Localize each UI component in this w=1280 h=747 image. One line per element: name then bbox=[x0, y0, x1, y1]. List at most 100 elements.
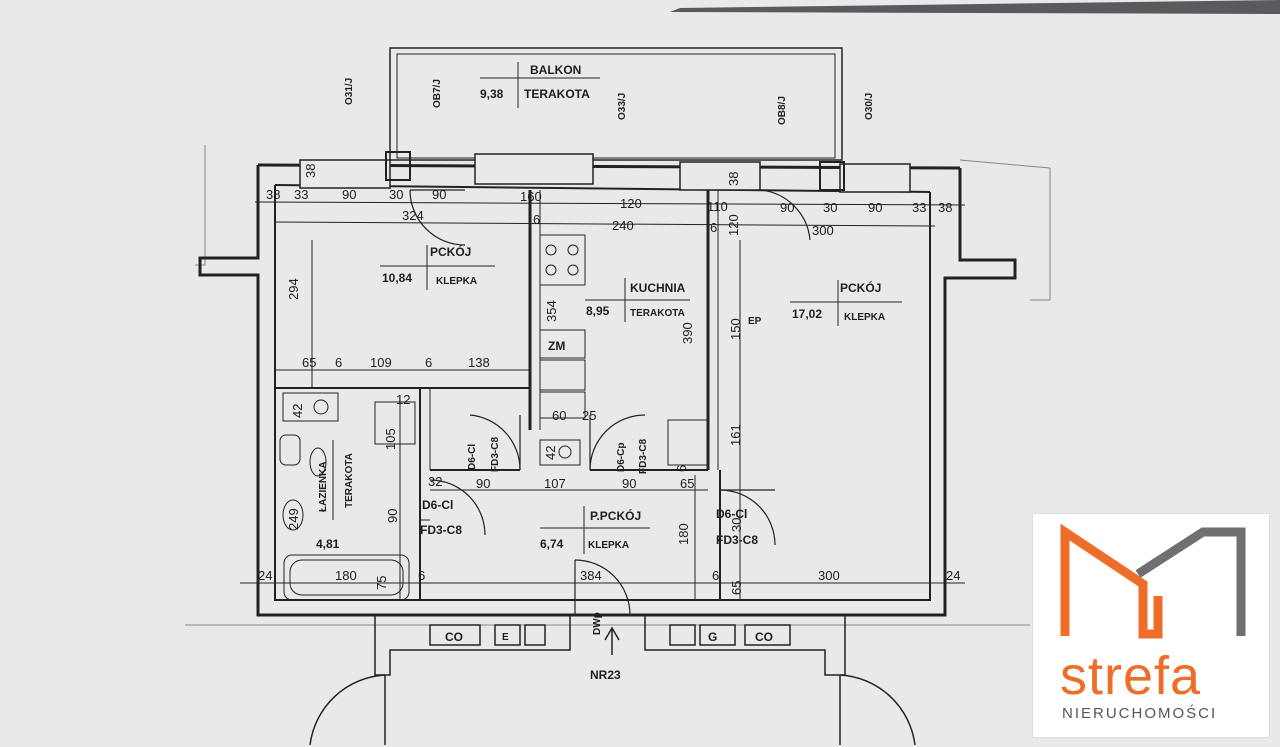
dim-38-v-right: 38 bbox=[726, 172, 741, 186]
dim-6-a: 6 bbox=[533, 212, 540, 227]
kitchen-fixtures bbox=[539, 234, 709, 466]
kuchnia-area: 8,95 bbox=[586, 304, 610, 318]
przedpokoj-area: 6,74 bbox=[540, 537, 564, 551]
dim-120: 120 bbox=[620, 196, 642, 211]
dim-90-f: 90 bbox=[622, 476, 636, 491]
dim-6-g: 6 bbox=[712, 568, 719, 583]
dimension-lines bbox=[240, 201, 966, 600]
dim-107: 107 bbox=[544, 476, 566, 491]
dimension-texts: 38 33 90 30 90 160 120 110 90 30 90 33 3… bbox=[258, 164, 960, 595]
dim-25: 25 bbox=[582, 408, 596, 423]
dim-150: 150 bbox=[728, 318, 743, 340]
dim-120-v: 120 bbox=[726, 214, 741, 236]
lazienka-name: ŁAZIENKA bbox=[318, 461, 329, 512]
przedpokoj-name: P.PCKÓJ bbox=[590, 508, 641, 523]
balcony bbox=[389, 47, 843, 161]
door-code-dwp: DWp bbox=[592, 612, 603, 635]
window-code-ob8: OB8/J bbox=[777, 96, 788, 125]
door-code-2: FD3-C8 bbox=[490, 437, 501, 472]
window-code-o31: O31/J bbox=[344, 78, 355, 105]
dim-90-e: 90 bbox=[476, 476, 490, 491]
dim-30-c: 30 bbox=[729, 518, 744, 532]
dim-6-c: 6 bbox=[335, 355, 342, 370]
e-box: E bbox=[502, 632, 509, 643]
dim-42-a: 42 bbox=[290, 404, 305, 418]
fixture-ep: EP bbox=[748, 316, 762, 327]
dim-6-d: 6 bbox=[425, 355, 432, 370]
pokoj2-name: PCKÓJ bbox=[840, 280, 881, 295]
balkon-finish: TERAKOTA bbox=[524, 87, 590, 101]
logo-icon bbox=[1060, 523, 1246, 639]
outer-context-lines bbox=[185, 145, 1051, 626]
door-code-6: FD3-C8 bbox=[420, 523, 462, 537]
dim-38-v-left: 38 bbox=[303, 164, 318, 178]
door-code-1: D6-Cl bbox=[467, 444, 478, 470]
dim-60: 60 bbox=[552, 408, 566, 423]
dim-390: 390 bbox=[680, 322, 695, 344]
dim-294: 294 bbox=[286, 278, 301, 300]
dim-65-c: 65 bbox=[729, 581, 744, 595]
dim-75: 75 bbox=[374, 576, 389, 590]
dim-160: 160 bbox=[520, 189, 542, 204]
door-code-3: D6-Cp bbox=[616, 443, 627, 472]
columns bbox=[385, 151, 845, 191]
dim-90-a: 90 bbox=[342, 187, 356, 202]
dim-38-right: 38 bbox=[938, 200, 952, 215]
brand-logo: strefa NIERUCHOMOŚCI bbox=[1032, 513, 1270, 738]
door-codes: D6-Cl FD3-C8 D6-Cp FD3-C8 D6-Cl FD3-C8 D… bbox=[420, 437, 758, 635]
brand-name: strefa bbox=[1060, 646, 1202, 706]
dim-42-b: 42 bbox=[543, 446, 558, 460]
kuchnia-name: KUCHNIA bbox=[630, 281, 686, 295]
window-code-o30: O30/J bbox=[864, 93, 875, 120]
pokoj2-finish: KLEPKA bbox=[844, 312, 885, 323]
door-code-4: FD3-C8 bbox=[638, 439, 649, 474]
dim-24-right: 24 bbox=[946, 568, 960, 583]
bathroom-fixtures bbox=[279, 392, 416, 601]
dim-384: 384 bbox=[580, 568, 602, 583]
window-code-o33: O33/J bbox=[617, 93, 628, 120]
dim-110: 110 bbox=[707, 199, 728, 214]
dim-324: 324 bbox=[402, 208, 424, 223]
dim-138: 138 bbox=[468, 355, 490, 370]
pokoj1-finish: KLEPKA bbox=[436, 276, 477, 287]
dim-161: 161 bbox=[728, 424, 743, 446]
page-edge-shadow bbox=[670, 0, 1280, 14]
lazienka-area: 4,81 bbox=[316, 537, 340, 551]
dim-6-e: 6 bbox=[674, 465, 689, 472]
room-labels: BALKON 9,38 TERAKOTA PCKÓJ 10,84 KLEPKA … bbox=[316, 63, 902, 554]
dim-65: 65 bbox=[302, 355, 316, 370]
dim-30-a: 30 bbox=[389, 187, 403, 202]
dim-33-right: 33 bbox=[912, 200, 926, 215]
co-right: CO bbox=[755, 630, 773, 644]
dim-354: 354 bbox=[544, 300, 559, 322]
entrance-corridor bbox=[309, 615, 916, 746]
dim-38-left: 38 bbox=[266, 187, 280, 202]
window-code-ob7: OB7/J bbox=[432, 79, 443, 108]
door-code-5: D6-Cl bbox=[422, 498, 453, 512]
dim-240: 240 bbox=[612, 218, 634, 233]
window-codes: O31/J OB7/J O33/J OB8/J O30/J bbox=[344, 78, 875, 125]
dim-90-c: 90 bbox=[780, 200, 794, 215]
dim-249: 249 bbox=[286, 508, 301, 530]
pokoj2-area: 17,02 bbox=[792, 307, 822, 321]
dim-6-b: 6 bbox=[710, 220, 717, 235]
fixture-labels: ZM EP CO CO G E NR23 bbox=[445, 316, 773, 682]
dim-24-left: 24 bbox=[258, 568, 272, 583]
lazienka-finish: TERAKOTA bbox=[344, 453, 355, 508]
pokoj1-name: PCKÓJ bbox=[430, 244, 471, 259]
interior-walls bbox=[275, 190, 721, 600]
balkon-area: 9,38 bbox=[480, 87, 504, 101]
dim-109: 109 bbox=[370, 355, 392, 370]
dim-32: 32 bbox=[428, 474, 442, 489]
meter-zm: ZM bbox=[548, 339, 565, 353]
entrance-number: NR23 bbox=[590, 668, 621, 682]
pokoj1-area: 10,84 bbox=[382, 271, 412, 285]
dim-30-b: 30 bbox=[823, 200, 837, 215]
dim-105: 105 bbox=[383, 428, 398, 450]
dim-33-left: 33 bbox=[294, 187, 308, 202]
co-left: CO bbox=[445, 630, 463, 644]
dim-180: 180 bbox=[335, 568, 357, 583]
door-swings bbox=[409, 189, 811, 616]
przedpokoj-finish: KLEPKA bbox=[588, 540, 629, 551]
